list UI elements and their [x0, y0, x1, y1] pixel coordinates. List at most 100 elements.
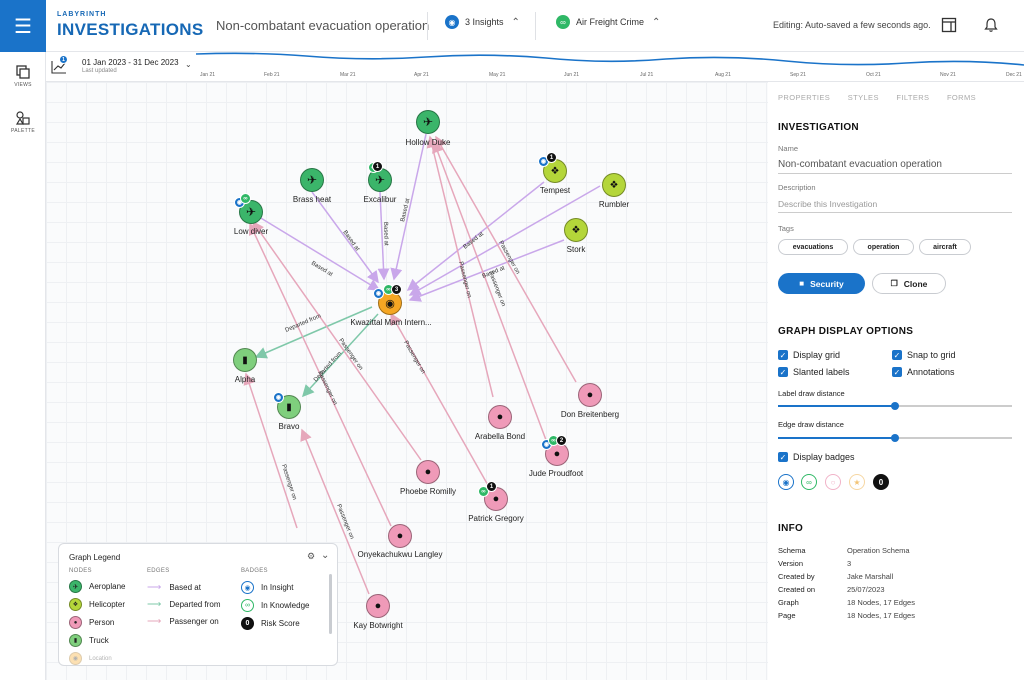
timeline-tick: Dec 21 — [1006, 72, 1022, 78]
edge-departed-from[interactable] — [254, 306, 373, 359]
node-helicopter[interactable]: ❖ — [602, 173, 626, 197]
node-helicopter[interactable]: ❖ — [543, 159, 567, 183]
edge-passenger-on[interactable] — [252, 220, 422, 461]
edge-based-at[interactable] — [311, 191, 379, 284]
node-person[interactable]: ● — [388, 524, 412, 548]
label-distance-slider[interactable] — [778, 402, 1012, 410]
legend-node-person: ●Person — [69, 616, 114, 629]
node-label: Phoebe Romilly — [399, 487, 457, 496]
bell-icon[interactable] — [981, 15, 1001, 35]
edge-based-at[interactable] — [406, 181, 545, 291]
edge-passenger-on[interactable] — [426, 135, 494, 398]
display-badges-checkbox[interactable]: ✓Display badges — [778, 452, 855, 462]
node-label: Rumbler — [598, 200, 630, 209]
check-icon: ✓ — [892, 367, 902, 377]
node-helicopter[interactable]: ❖ — [564, 218, 588, 242]
info-key: Schema — [778, 546, 806, 555]
legend-scrollbar[interactable] — [329, 574, 332, 634]
edge-passenger-on[interactable] — [300, 428, 370, 595]
security-button[interactable]: ■Security — [778, 273, 865, 294]
truck-icon: ▮ — [242, 354, 248, 366]
edge-distance-slider[interactable] — [778, 434, 1012, 442]
info-value: Operation Schema — [847, 546, 910, 555]
risk-badge: 1 — [372, 161, 383, 172]
display-grid-checkbox[interactable]: ✓Display grid — [778, 350, 840, 360]
person-icon: ● — [374, 600, 382, 612]
edge-passenger-on[interactable] — [249, 222, 392, 527]
helicopter-icon: ❖ — [69, 598, 82, 611]
aeroplane-icon: ✈ — [374, 173, 386, 187]
chevron-down-icon[interactable]: ⌄ — [321, 550, 330, 561]
slider-fill — [778, 437, 895, 439]
legend-badge-knowledge: ∞In Knowledge — [241, 599, 309, 612]
description-field[interactable]: Describe this Investigation — [778, 199, 1012, 213]
views-button[interactable]: VIEWS — [0, 64, 46, 88]
edge-based-at[interactable] — [390, 133, 427, 281]
menu-button[interactable]: ☰ — [0, 0, 46, 52]
legend-label: Truck — [89, 636, 109, 645]
name-field[interactable]: Non-combatant evacuation operation — [778, 159, 1012, 174]
tab-styles[interactable]: STYLES — [847, 93, 879, 102]
info-value: 18 Nodes, 17 Edges — [847, 598, 915, 607]
edge-passenger-on[interactable] — [432, 140, 547, 441]
edge-passenger-on[interactable] — [390, 312, 490, 488]
edge-based-at[interactable] — [408, 185, 601, 296]
slider-knob[interactable] — [891, 402, 899, 410]
info-key: Created on — [778, 585, 816, 594]
node-aeroplane[interactable]: ✈ — [300, 168, 324, 192]
palette-button[interactable]: PALETTE — [0, 110, 46, 134]
risk-badge-toggle[interactable]: 0 — [873, 474, 889, 490]
node-person[interactable]: ● — [488, 405, 512, 429]
edge-passenger-on[interactable] — [243, 372, 298, 529]
layout-icon[interactable] — [939, 15, 959, 35]
top-bar: ☰ LABYRINTH INVESTIGATIONS Non-combatant… — [0, 0, 1024, 52]
node-person[interactable]: ● — [416, 460, 440, 484]
edge-based-at[interactable] — [408, 239, 565, 302]
insight-badge-toggle[interactable]: ◉ — [778, 474, 794, 490]
truck-icon: ▮ — [69, 634, 82, 647]
tag-chip[interactable]: aircraft — [919, 239, 971, 255]
tag-chip[interactable]: evacuations — [778, 239, 848, 255]
node-aeroplane[interactable]: ✈ — [416, 110, 440, 134]
graph-canvas[interactable]: Based at Based at Based at Based at Base… — [46, 82, 768, 680]
checkbox-label: Snap to grid — [907, 350, 956, 360]
snap-to-grid-checkbox[interactable]: ✓Snap to grid — [892, 350, 956, 360]
knowledge-badge-toggle[interactable]: ∞ — [801, 474, 817, 490]
gear-icon[interactable]: ⚙ — [307, 551, 316, 561]
info-key: Created by — [778, 572, 815, 581]
knowledge-dropdown[interactable]: ∞ Air Freight Crime ⌃ — [556, 15, 660, 29]
legend-label: In Knowledge — [261, 601, 310, 610]
node-aeroplane[interactable]: ✈ — [239, 200, 263, 224]
edge-passenger-on[interactable] — [435, 135, 577, 383]
edge-based-at[interactable] — [250, 211, 381, 291]
insights-dropdown[interactable]: ◉ 3 Insights ⌃ — [445, 15, 520, 29]
tab-filters[interactable]: FILTERS — [896, 93, 930, 102]
annotations-checkbox[interactable]: ✓Annotations — [892, 367, 955, 377]
hamburger-icon: ☰ — [14, 15, 32, 38]
investigation-title[interactable]: Non-combatant evacuation operation — [216, 18, 430, 33]
copy-icon: ❐ — [890, 279, 898, 288]
date-range[interactable]: 01 Jan 2023 - 31 Dec 2023 — [82, 58, 179, 67]
slider-knob[interactable] — [891, 434, 899, 442]
node-person[interactable]: ● — [578, 383, 602, 407]
risk-icon: 0 — [241, 617, 254, 630]
tab-forms[interactable]: FORMS — [946, 93, 977, 102]
node-truck[interactable]: ▮ — [233, 348, 257, 372]
name-label: Name — [778, 144, 799, 153]
edge-based-at[interactable] — [377, 191, 390, 281]
clone-button[interactable]: ❐Clone — [872, 273, 946, 294]
chevron-down-icon[interactable]: ⌄ — [185, 60, 192, 69]
tab-properties[interactable]: PROPERTIES — [778, 93, 831, 102]
edge-departed-from[interactable] — [301, 313, 379, 398]
legend-label: Risk Score — [261, 619, 300, 628]
timeline-bar[interactable]: 1 01 Jan 2023 - 31 Dec 2023 Last updated… — [46, 52, 1024, 82]
checkbox-label: Display badges — [793, 452, 855, 462]
person-badge-toggle[interactable]: ○ — [825, 474, 841, 490]
chart-icon[interactable] — [51, 60, 67, 74]
node-person[interactable]: ● — [366, 594, 390, 618]
edge-label: Passenger on — [280, 464, 297, 501]
tag-chip[interactable]: operation — [853, 239, 914, 255]
slanted-labels-checkbox[interactable]: ✓Slanted labels — [778, 367, 850, 377]
legend-badges-heading: BADGES — [241, 568, 268, 574]
star-badge-toggle[interactable]: ★ — [849, 474, 865, 490]
